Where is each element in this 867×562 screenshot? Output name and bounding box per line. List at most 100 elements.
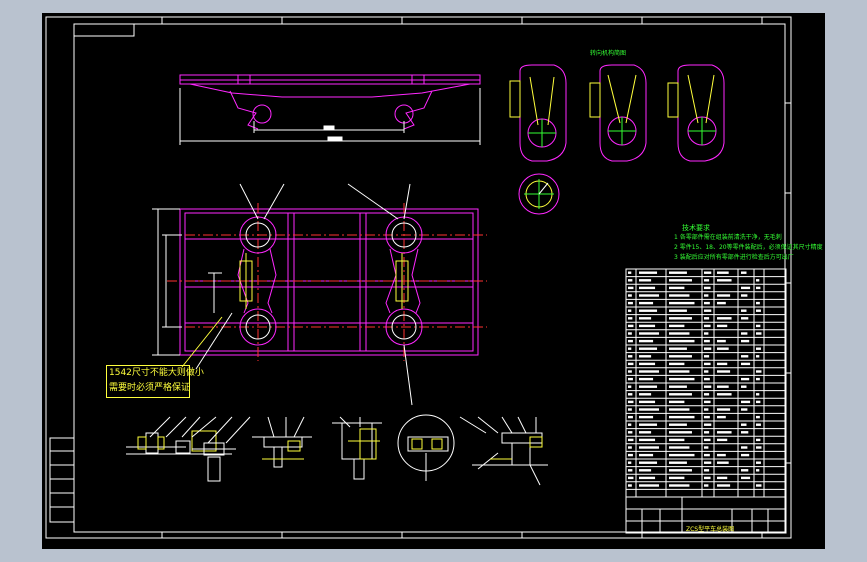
table-cell-mark	[717, 339, 726, 343]
table-cell-mark	[717, 362, 728, 366]
table-cell-mark	[669, 332, 690, 335]
side-stamp	[49, 437, 75, 523]
table-cell-mark	[717, 301, 726, 305]
table-cell-mark	[628, 461, 632, 464]
table-cell-mark	[717, 317, 732, 320]
table-cell-mark	[669, 415, 695, 419]
table-cell-mark	[741, 362, 751, 366]
table-cell-mark	[669, 271, 687, 274]
technical-requirements-title: 技术要求	[682, 224, 710, 232]
table-cell-mark	[628, 309, 632, 312]
table-cell-mark	[669, 446, 690, 449]
table-cell-mark	[669, 317, 692, 320]
table-cell-mark	[756, 355, 760, 358]
plan-view-frame	[179, 208, 479, 356]
table-cell-mark	[669, 362, 685, 366]
table-cell-mark	[717, 431, 732, 434]
table-cell-mark	[704, 431, 710, 434]
table-cell-mark	[628, 370, 632, 373]
parts-list-rows	[626, 276, 786, 490]
table-cell-mark	[669, 393, 692, 396]
table-cell-mark	[756, 415, 760, 419]
code-box	[73, 23, 135, 37]
table-cell-mark	[628, 453, 633, 457]
table-cell-mark	[669, 484, 690, 487]
requirement-item-3: 3 装配后应对所有零部件进行检查后方可出厂	[674, 254, 794, 261]
table-cell-mark	[704, 286, 711, 290]
table-cell-mark	[639, 431, 652, 434]
table-cell-mark	[628, 476, 634, 480]
turning-diagram-centers	[528, 117, 716, 147]
table-cell-mark	[756, 286, 761, 290]
table-cell-mark	[628, 362, 634, 366]
table-cell-mark	[717, 385, 729, 388]
table-cell-mark	[628, 438, 634, 442]
table-cell-mark	[669, 339, 695, 343]
table-cell-mark	[639, 286, 656, 290]
table-cell-mark	[639, 301, 654, 305]
table-cell-mark	[639, 393, 652, 396]
table-cell-mark	[741, 446, 748, 449]
table-cell-mark	[704, 423, 712, 426]
table-cell-mark	[704, 317, 710, 320]
title-block	[625, 496, 787, 534]
table-cell-mark	[669, 309, 687, 312]
table-cell-mark	[628, 431, 633, 434]
plan-view-leaders	[195, 183, 413, 406]
table-cell-mark	[704, 484, 709, 487]
table-cell-mark	[704, 385, 712, 388]
table-cell-mark	[756, 461, 761, 464]
table-cell-mark	[628, 286, 634, 290]
table-cell-mark	[704, 347, 712, 350]
table-cell-mark	[741, 332, 748, 335]
section-b-b	[192, 442, 236, 482]
table-cell-mark	[669, 423, 687, 426]
table-cell-mark	[756, 301, 760, 305]
table-cell-mark	[704, 415, 710, 419]
table-cell-mark	[741, 453, 750, 457]
table-cell-mark	[756, 332, 762, 335]
table-cell-mark	[756, 377, 760, 381]
table-cell-mark	[717, 294, 731, 297]
table-cell-mark	[639, 461, 658, 464]
table-cell-mark	[704, 271, 712, 274]
table-cell-mark	[669, 370, 690, 373]
table-cell-mark	[639, 362, 656, 366]
table-cell-mark	[669, 377, 695, 381]
section-d-d	[332, 422, 382, 480]
table-cell-mark	[717, 438, 728, 442]
table-cell-mark	[628, 400, 634, 404]
table-cell-mark	[628, 393, 633, 396]
cad-viewport[interactable]: ZCS型平车总装图 转向机构简图 1542尺寸不能大则做小 需要时必须严格保证 …	[42, 13, 825, 549]
table-cell-mark	[639, 476, 656, 480]
section-a-a	[126, 432, 232, 455]
table-cell-mark	[639, 339, 654, 343]
table-cell-mark	[717, 461, 729, 464]
table-cell-mark	[717, 453, 726, 457]
table-cell-mark	[704, 301, 710, 305]
plan-view-wheel-inner	[245, 222, 417, 340]
table-cell-mark	[741, 431, 749, 434]
table-cell-mark	[704, 324, 711, 328]
note-line-1: 1542尺寸不能大则做小	[109, 368, 204, 378]
table-cell-mark	[704, 332, 709, 335]
table-cell-mark	[717, 271, 729, 274]
table-cell-mark	[639, 317, 652, 320]
note-line-2: 需要时必须严格保证	[109, 383, 191, 393]
table-cell-mark	[717, 476, 728, 480]
table-cell-mark	[756, 484, 762, 487]
table-cell-mark	[741, 286, 751, 290]
table-cell-mark	[704, 476, 711, 480]
table-cell-mark	[717, 279, 732, 282]
table-cell-mark	[741, 400, 751, 404]
table-cell-mark	[669, 347, 687, 350]
table-cell-mark	[669, 301, 695, 305]
table-cell-mark	[639, 370, 660, 373]
table-cell-mark	[628, 484, 632, 487]
detail-circle-parts	[411, 438, 443, 450]
table-cell-mark	[669, 453, 695, 457]
table-cell-mark	[639, 423, 658, 426]
table-cell-mark	[639, 469, 652, 472]
table-cell-mark	[669, 324, 685, 328]
table-cell-mark	[704, 400, 711, 404]
